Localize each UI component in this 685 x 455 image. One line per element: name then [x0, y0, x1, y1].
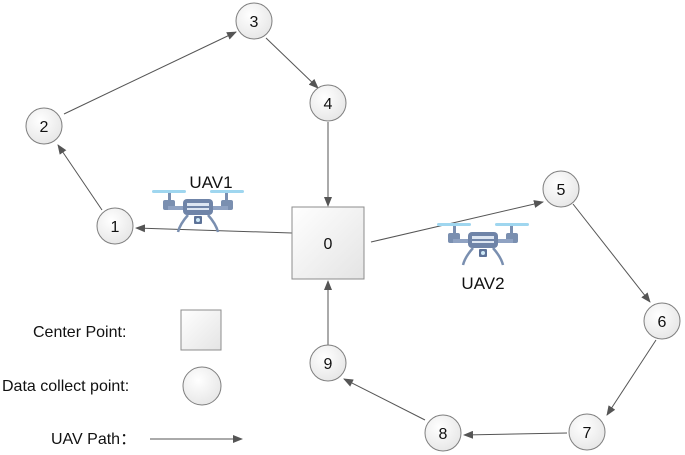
- node-label: 9: [324, 356, 333, 373]
- path-6-to-7: [606, 339, 657, 416]
- node-1: 1: [96, 207, 134, 245]
- drone-icon: [435, 221, 531, 267]
- legend-data-collect-icon: [182, 366, 222, 406]
- node-label: 7: [583, 425, 592, 442]
- node-7: 7: [568, 413, 606, 451]
- legend-data-collect-text: Data collect point:: [2, 378, 129, 395]
- uav-paths: [57, 31, 657, 439]
- node-9: 9: [309, 344, 347, 382]
- center-point-label: 0: [324, 236, 333, 253]
- node-3: 3: [235, 2, 273, 40]
- center-point: 0: [291, 206, 365, 280]
- drone-icon: [150, 188, 246, 234]
- node-label: 8: [439, 426, 448, 443]
- path-1-to-2: [57, 144, 103, 211]
- legend: Center Point: Data collect point: UAV Pa…: [2, 309, 243, 448]
- path-0-to-5: [370, 200, 544, 243]
- legend-center-point-text: Center Point:: [33, 324, 126, 341]
- path-2-to-3: [63, 31, 237, 115]
- path-8-to-9: [343, 378, 426, 421]
- path-3-to-4: [265, 37, 319, 89]
- node-label: 2: [40, 119, 49, 136]
- node-4: 4: [309, 84, 347, 122]
- legend-uav-path-text: UAV Path：: [51, 431, 136, 448]
- node-label: 3: [250, 14, 259, 31]
- path-0-to-1: [135, 224, 293, 234]
- node-2: 2: [25, 107, 63, 145]
- legend-center-point-icon: [180, 309, 222, 351]
- node-label: 5: [557, 182, 566, 199]
- node-6: 6: [643, 302, 681, 340]
- uav1-label: UAV1: [189, 173, 232, 192]
- node-label: 6: [658, 314, 667, 331]
- node-label: 4: [324, 96, 333, 113]
- node-8: 8: [424, 414, 462, 452]
- path-7-to-8: [463, 430, 568, 439]
- node-label: 1: [111, 219, 120, 236]
- uav2-label: UAV2: [461, 274, 504, 293]
- node-5: 5: [542, 170, 580, 208]
- path-5-to-6: [572, 203, 651, 303]
- uav2: UAV2: [435, 221, 531, 293]
- uav1: UAV1: [150, 173, 246, 234]
